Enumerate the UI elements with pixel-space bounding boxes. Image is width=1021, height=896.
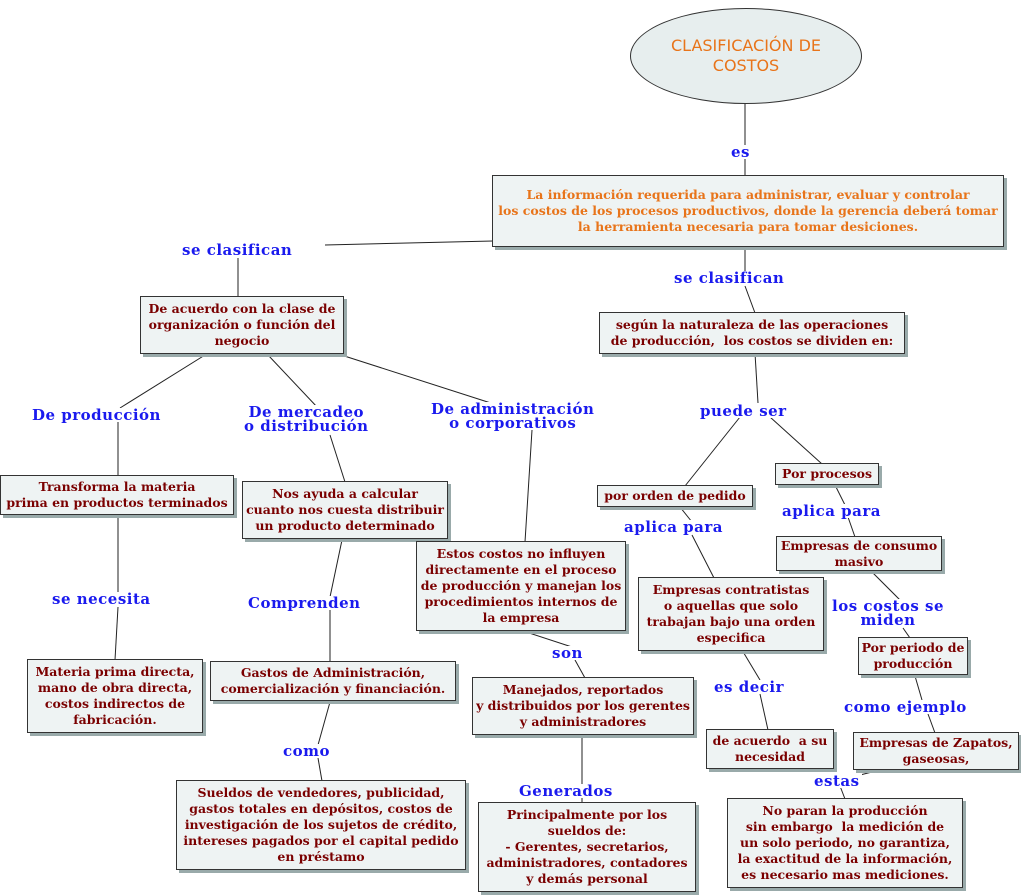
link-comprenden: Comprenden: [246, 594, 363, 612]
node-empresas-contratistas: Empresas contratistas o aquellas que sol…: [638, 577, 824, 651]
link-son: son: [550, 644, 585, 662]
node-por-orden-pedido: por orden de pedido: [597, 485, 753, 507]
node-estos-costos: Estos costos no influyen directamente en…: [416, 541, 626, 631]
link-es-decir: es decir: [712, 678, 786, 696]
link-de-mercadeo: De mercadeo o distribución: [242, 403, 371, 435]
link-es: es: [729, 143, 752, 161]
node-clase-organizacion: De acuerdo con la clase de organización …: [140, 296, 344, 354]
link-de-administracion: De administración o corporativos: [429, 400, 597, 432]
link-de-produccion: De producción: [30, 406, 163, 424]
link-como-left: como: [281, 742, 333, 760]
link-se-clasifican-right: se clasifican: [672, 269, 787, 287]
node-de-acuerdo-necesidad: de acuerdo a su necesidad: [706, 729, 834, 769]
link-estas: estas: [812, 772, 862, 790]
root-concept-label: CLASIFICACIÓN DE COSTOS: [671, 36, 821, 75]
link-aplica-para-right: aplica para: [780, 502, 884, 520]
link-puede-ser: puede ser: [698, 402, 789, 420]
node-sueldos-vendedores: Sueldos de vendedores, publicidad, gasto…: [176, 780, 466, 870]
node-naturaleza-operaciones: según la naturaleza de las operaciones d…: [599, 312, 905, 354]
link-se-necesita: se necesita: [50, 590, 153, 608]
node-por-periodo: Por periodo de producción: [858, 637, 968, 675]
node-manejados: Manejados, reportados y distribuidos por…: [472, 677, 694, 735]
node-nos-ayuda: Nos ayuda a calcular cuanto nos cuesta d…: [242, 481, 448, 539]
node-empresas-consumo: Empresas de consumo masivo: [776, 536, 942, 571]
node-transforma-materia: Transforma la materia prima en productos…: [0, 475, 234, 515]
node-empresas-zapatos: Empresas de Zapatos, gaseosas,: [853, 732, 1019, 770]
node-definition: La información requerida para administra…: [492, 175, 1004, 247]
link-como-ejemplo: como ejemplo: [842, 698, 969, 716]
link-generados: Generados: [517, 782, 615, 800]
node-por-procesos: Por procesos: [775, 463, 879, 485]
node-materia-prima: Materia prima directa, mano de obra dire…: [27, 659, 203, 733]
link-se-clasifican-left: se clasifican: [180, 241, 295, 259]
node-no-paran: No paran la producción sin embargo la me…: [727, 798, 963, 888]
root-concept-ellipse: CLASIFICACIÓN DE COSTOS: [630, 8, 862, 104]
link-aplica-para-left: aplica para: [622, 518, 726, 536]
node-principalmente: Principalmente por los sueldos de: - Ger…: [478, 802, 696, 892]
node-gastos-administracion: Gastos de Administración, comercializaci…: [210, 661, 456, 701]
link-los-costos-se-miden: los costos se miden: [830, 597, 947, 629]
